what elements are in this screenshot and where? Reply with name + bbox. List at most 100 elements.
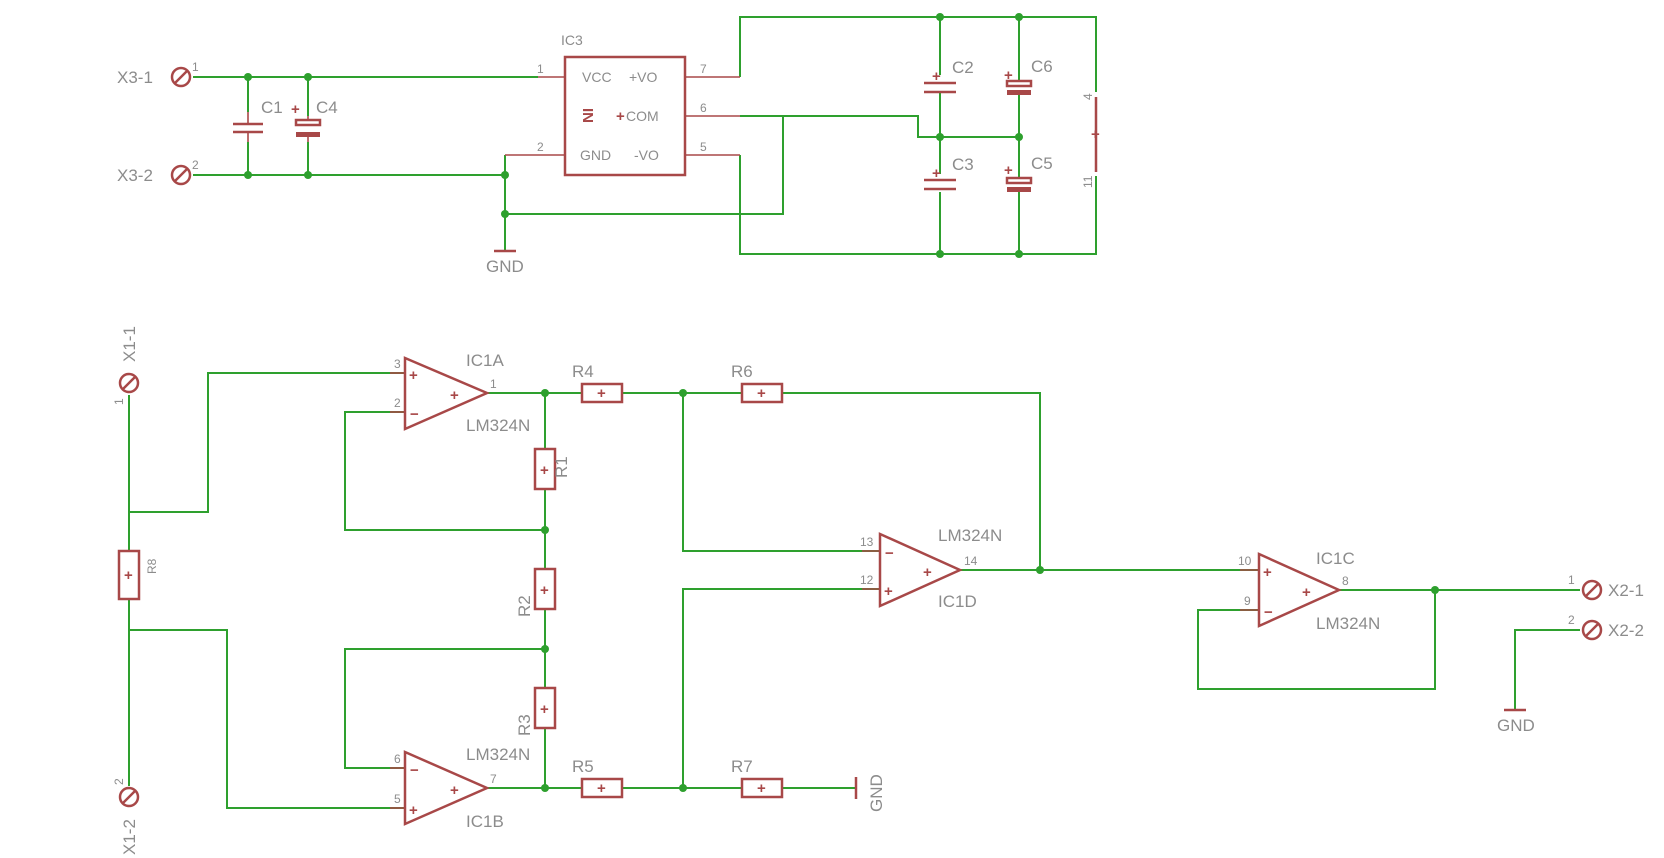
svg-text:R6: R6 xyxy=(731,362,753,381)
junction-dot xyxy=(1431,586,1439,594)
junction-dot xyxy=(501,171,509,179)
svg-text:IC3: IC3 xyxy=(561,32,583,48)
terminal-x3-1: X3-1 1 xyxy=(117,60,199,88)
svg-text:7: 7 xyxy=(700,62,707,76)
terminal-x1-1: X1-1 1 xyxy=(112,326,140,405)
junctions xyxy=(244,13,1439,792)
resistor-r6: + R6 xyxy=(731,362,784,404)
junction-dot xyxy=(501,210,509,218)
svg-text:+: + xyxy=(757,385,766,402)
svg-text:+: + xyxy=(409,802,418,819)
svg-text:+: + xyxy=(124,567,133,584)
svg-text:+: + xyxy=(450,782,459,799)
svg-text:+: + xyxy=(884,583,893,600)
wire-ic1d-inv xyxy=(682,393,880,552)
svg-text:X1-2: X1-2 xyxy=(120,819,139,855)
svg-text:IN: IN xyxy=(579,108,596,123)
svg-text:5: 5 xyxy=(394,792,401,806)
wire-pvo-top xyxy=(739,16,1097,92)
svg-text:C1: C1 xyxy=(261,98,283,117)
svg-text:1: 1 xyxy=(1568,573,1575,587)
opamp-ic1a: + − + 3 2 1 IC1A LM324N xyxy=(390,351,530,435)
svg-text:11: 11 xyxy=(1081,175,1095,188)
svg-text:+: + xyxy=(409,367,418,384)
svg-text:3: 3 xyxy=(394,357,401,371)
resistor-r3: + R3 xyxy=(515,686,557,736)
svg-text:13: 13 xyxy=(860,535,874,549)
svg-text:6: 6 xyxy=(394,752,401,766)
svg-text:−: − xyxy=(410,406,419,423)
svg-text:R7: R7 xyxy=(731,757,753,776)
junction-dot xyxy=(1015,13,1023,21)
svg-text:LM324N: LM324N xyxy=(938,526,1002,545)
gnd-symbol-r7: GND xyxy=(854,774,886,812)
svg-text:R4: R4 xyxy=(572,362,594,381)
svg-text:+: + xyxy=(597,780,606,797)
svg-text:+: + xyxy=(540,462,549,479)
svg-text:GND: GND xyxy=(486,257,524,276)
wire-ic1c-fb xyxy=(1197,590,1436,690)
svg-text:VCC: VCC xyxy=(582,69,612,85)
svg-text:+: + xyxy=(291,101,300,118)
svg-text:C4: C4 xyxy=(316,98,338,117)
ic3-converter: IC3 VCC GND +VO COM -VO IN + 1 2 7 6 5 xyxy=(505,32,740,177)
svg-text:IC1D: IC1D xyxy=(938,592,977,611)
svg-text:−: − xyxy=(1264,604,1273,621)
svg-text:IC1C: IC1C xyxy=(1316,549,1355,568)
svg-text:R1: R1 xyxy=(552,456,571,478)
svg-text:+: + xyxy=(540,701,549,718)
junction-dot xyxy=(1015,250,1023,258)
junction-dot xyxy=(1015,133,1023,141)
junction-dot xyxy=(679,784,687,792)
svg-text:-VO: -VO xyxy=(634,147,659,163)
svg-text:+: + xyxy=(450,387,459,404)
terminal-x3-2: X3-2 2 xyxy=(117,158,199,186)
junction-dot xyxy=(304,171,312,179)
svg-text:−: − xyxy=(885,545,894,562)
wire-r8-to-ic1b xyxy=(129,629,405,809)
wire-ic1d-noninv xyxy=(682,588,880,788)
junction-dot xyxy=(541,526,549,534)
svg-text:5: 5 xyxy=(700,140,707,154)
svg-text:+: + xyxy=(757,780,766,797)
junction-dot xyxy=(936,250,944,258)
wire-x2-2-gnd xyxy=(1514,629,1580,709)
svg-text:R2: R2 xyxy=(515,595,534,617)
svg-text:2: 2 xyxy=(112,778,126,785)
svg-text:GND: GND xyxy=(1497,716,1535,735)
svg-text:2: 2 xyxy=(1568,613,1575,627)
svg-text:IC1B: IC1B xyxy=(466,812,504,831)
svg-text:LM324N: LM324N xyxy=(466,416,530,435)
svg-text:LM324N: LM324N xyxy=(466,745,530,764)
ic1-power-pins: + 4 11 xyxy=(1081,93,1100,188)
capacitor-c4: + C4 xyxy=(291,98,338,142)
svg-text:8: 8 xyxy=(1342,574,1349,588)
svg-text:−: − xyxy=(410,762,419,779)
svg-text:C2: C2 xyxy=(952,58,974,77)
wire-ic1a-fb xyxy=(344,411,545,531)
svg-text:+: + xyxy=(923,564,932,581)
capacitor-c1: C1 xyxy=(233,98,283,142)
junction-dot xyxy=(541,389,549,397)
svg-text:+: + xyxy=(616,108,625,125)
terminal-x2-2: X2-2 2 xyxy=(1568,613,1644,641)
svg-text:+VO: +VO xyxy=(629,69,658,85)
svg-text:+: + xyxy=(1004,67,1013,84)
svg-text:GND: GND xyxy=(580,147,611,163)
svg-text:R5: R5 xyxy=(572,757,594,776)
svg-text:LM324N: LM324N xyxy=(1316,614,1380,633)
junction-dot xyxy=(541,784,549,792)
svg-text:+: + xyxy=(1302,584,1311,601)
svg-text:C5: C5 xyxy=(1031,154,1053,173)
wire-r8-to-ic1a xyxy=(129,372,405,513)
svg-text:2: 2 xyxy=(394,396,401,410)
wire-nvo-bottom xyxy=(739,155,1097,255)
svg-text:GND: GND xyxy=(867,774,886,812)
wires xyxy=(128,16,1580,809)
svg-text:IC1A: IC1A xyxy=(466,351,504,370)
junction-dot xyxy=(244,171,252,179)
svg-text:1: 1 xyxy=(537,62,544,76)
terminal-x1-2: X1-2 2 xyxy=(112,778,140,855)
svg-text:C6: C6 xyxy=(1031,57,1053,76)
junction-dot xyxy=(936,133,944,141)
